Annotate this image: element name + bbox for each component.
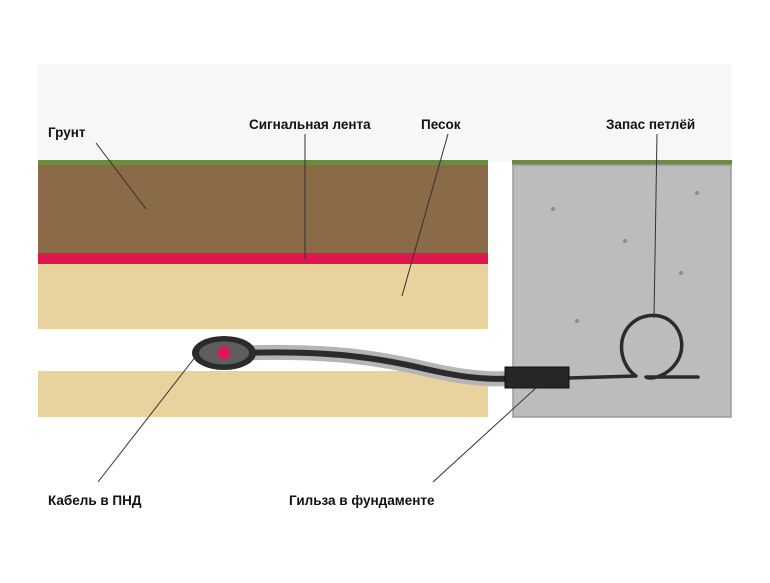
label-cable-in-pipe: Кабель в ПНД [48,493,142,508]
label-signal-tape: Сигнальная лента [249,117,371,132]
label-ground: Грунт [48,125,86,140]
label-loop-reserve: Запас петлёй [606,117,695,132]
foundation-sleeve [504,366,570,389]
grass-line-right [512,160,732,165]
sand-layer-lower [38,371,488,417]
leader-foundation-sleeve [432,386,538,483]
leader-ground [95,142,147,210]
foundation-speck-1 [551,207,555,211]
soil-layer [38,165,488,253]
cable-loop-reserve [566,313,700,380]
foundation-speck-2 [623,239,627,243]
leader-cable-in-pipe [97,355,197,483]
sand-layer-upper [38,264,488,329]
grass-line-left [38,160,488,165]
foundation-speck-4 [679,271,683,275]
label-foundation-sleeve: Гильза в фундаменте [289,493,435,508]
label-sand: Песок [421,117,461,132]
signal-tape [38,253,488,264]
foundation-speck-3 [695,191,699,195]
foundation-speck-5 [575,319,579,323]
leader-sand [401,133,449,297]
cable-in-pipe [237,349,518,382]
sky-background [38,64,732,162]
cable-core [217,346,231,360]
leader-loop-reserve [653,133,658,319]
